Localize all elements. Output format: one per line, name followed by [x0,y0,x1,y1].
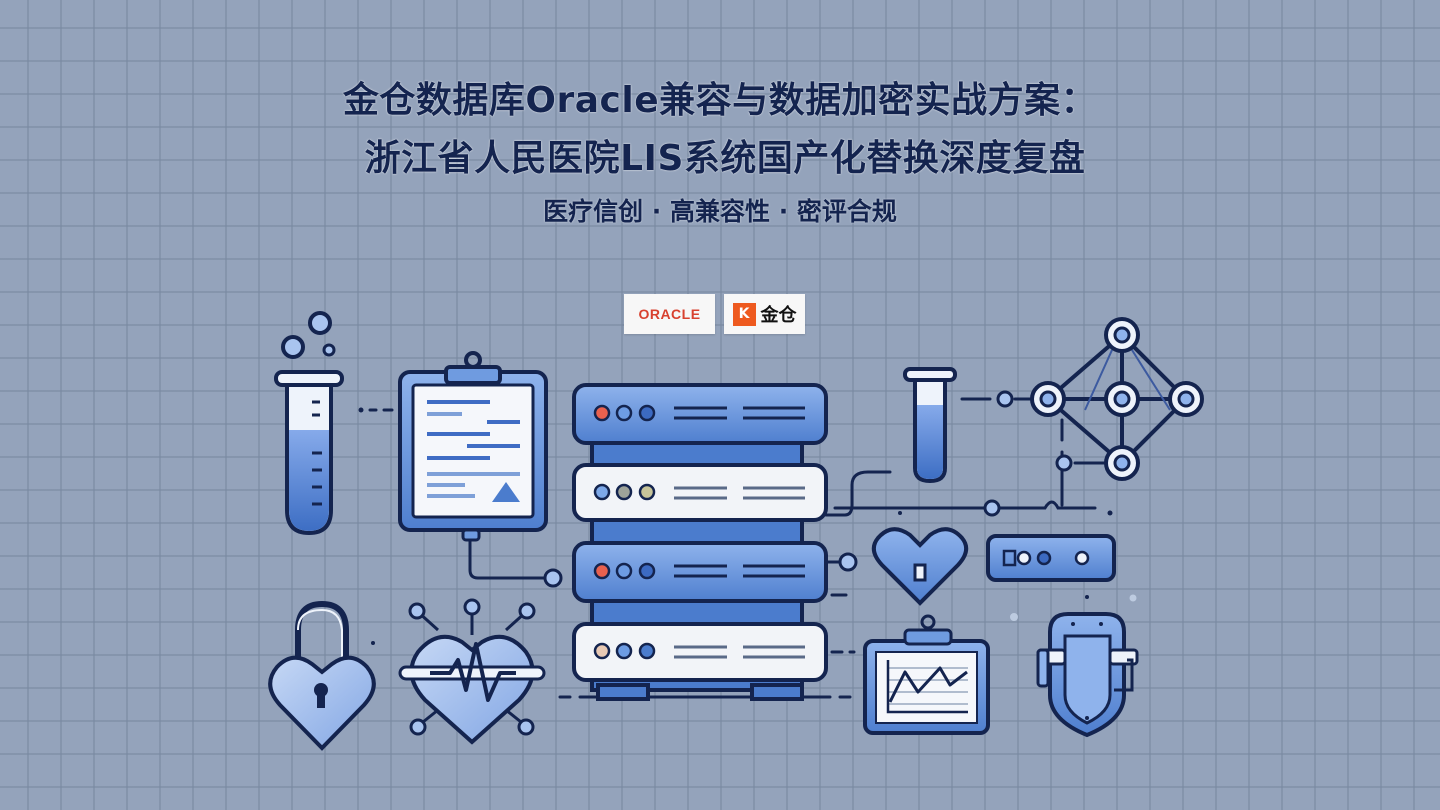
heart-puzzle-icon [871,527,969,606]
clipboard-chart-icon [863,614,990,735]
clipboard-report-icon [398,351,563,588]
test-tube-icon [274,311,344,536]
network-node-icon [1030,317,1204,481]
shield-device-icon [1036,612,1139,738]
server-unit [572,383,828,445]
server-unit [572,541,828,603]
heart-padlock-icon [268,600,376,751]
dot [358,407,364,413]
subtitle: 医疗信创 · 高兼容性 · 密评合规 [543,197,897,226]
kingbase-mark-icon: K [732,302,756,326]
connector-lines [368,397,1110,699]
small-test-tube-icon [903,367,957,484]
kingbase-logo-text: 金仓 [760,305,797,326]
main-title-line-2: 浙江省人民医院LIS系统国产化替换深度复盘 [364,138,1086,179]
logo-row: ORACLE K 金仓 [624,294,805,334]
server-rack-icon [572,383,828,701]
title-block: 金仓数据库Oracle兼容与数据加密实战方案： 浙江省人民医院LIS系统国产化替… [0,72,1440,232]
network-switch-icon [986,534,1116,582]
server-unit [572,622,828,682]
oracle-logo-text: ORACLE [638,306,701,322]
oracle-logo: ORACLE [624,294,715,334]
server-unit [572,463,828,522]
kingbase-logo: K 金仓 [724,294,805,334]
main-title-line-1: 金仓数据库Oracle兼容与数据加密实战方案： [342,80,1098,121]
heart-pulse-icon [398,598,546,745]
